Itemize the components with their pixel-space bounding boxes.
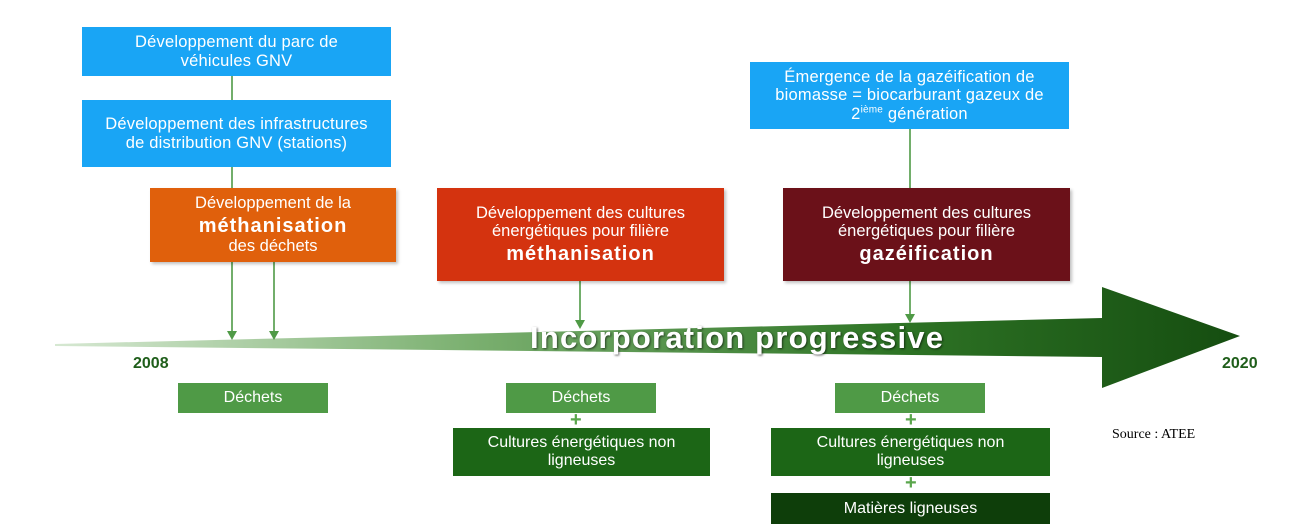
methanisation-waste-pre: Développement de la xyxy=(195,194,351,213)
feedstock-waste-1: Déchets xyxy=(178,383,328,413)
crops-gasification-pre: Développement des cultures énergétiques … xyxy=(821,203,1032,241)
gasification-text-b: génération xyxy=(883,104,968,123)
crops-methanisation-key: méthanisation xyxy=(506,242,655,265)
timeline-arrow xyxy=(55,287,1240,388)
gasification-text-a: Émergence de la gazéification de biomass… xyxy=(775,67,1044,123)
feedstock-waste-1-text: Déchets xyxy=(223,389,283,407)
gasification-text-sup: ième xyxy=(860,104,884,116)
feedstock-woody-3-text: Matières ligneuses xyxy=(843,499,978,517)
arrowhead-c xyxy=(575,320,585,329)
box-gnv-vehicles-text: Développement du parc de véhicules GNV xyxy=(135,33,338,70)
plus-sign: + xyxy=(905,472,917,494)
feedstock-waste-2: Déchets xyxy=(506,383,656,413)
arrowhead-a xyxy=(227,331,237,340)
plus-sign: + xyxy=(570,409,582,431)
box-crops-methanisation: Développement des cultures énergétiques … xyxy=(437,188,724,281)
plus-sign: + xyxy=(905,409,917,431)
timeline-label: Incorporation progressive xyxy=(530,320,945,355)
start-year: 2008 xyxy=(133,355,169,372)
feedstock-crops-2: Cultures énergétiques non ligneuses xyxy=(453,428,710,476)
methanisation-waste-key: méthanisation xyxy=(198,214,348,237)
feedstock-waste-3: Déchets xyxy=(835,383,985,413)
crops-gasification-key: gazéification xyxy=(859,242,994,265)
feedstock-crops-3-text: Cultures énergétiques non ligneuses xyxy=(816,434,1005,469)
box-crops-gasification: Développement des cultures énergétiques … xyxy=(783,188,1070,281)
arrowhead-b xyxy=(269,331,279,340)
box-gnv-infrastructure-text: Développement des infrastructures de dis… xyxy=(105,115,368,152)
feedstock-waste-3-text: Déchets xyxy=(880,389,940,407)
box-gasification-emergence: Émergence de la gazéification de biomass… xyxy=(750,62,1069,129)
box-methanisation-waste: Développement de la méthanisation des dé… xyxy=(150,188,396,262)
feedstock-crops-2-text: Cultures énergétiques non ligneuses xyxy=(487,434,676,469)
box-gasification-emergence-text: Émergence de la gazéification de biomass… xyxy=(764,68,1055,123)
arrowhead-d xyxy=(905,314,915,323)
source-note: Source : ATEE xyxy=(1112,427,1196,442)
feedstock-woody-3: Matières ligneuses xyxy=(771,493,1050,524)
crops-methanisation-pre: Développement des cultures énergétiques … xyxy=(475,203,686,241)
methanisation-waste-post: des déchets xyxy=(228,237,318,256)
end-year: 2020 xyxy=(1222,355,1258,372)
box-gnv-infrastructure: Développement des infrastructures de dis… xyxy=(82,100,391,167)
feedstock-crops-3: Cultures énergétiques non ligneuses xyxy=(771,428,1050,476)
box-gnv-vehicles: Développement du parc de véhicules GNV xyxy=(82,27,391,76)
feedstock-waste-2-text: Déchets xyxy=(551,389,611,407)
